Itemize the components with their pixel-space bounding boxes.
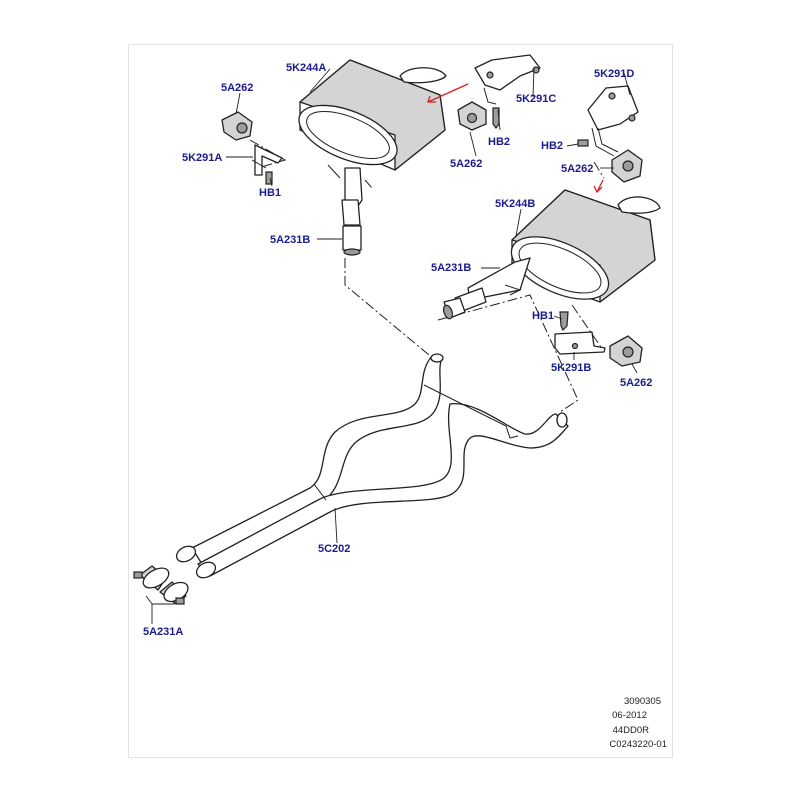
label-hb1-right: HB1 [532,310,554,322]
bolt-hb2-center[interactable] [492,107,500,129]
muffler-left[interactable] [291,59,447,256]
label-5a231b-left: 5A231B [270,234,310,246]
label-5k244a: 5K244A [286,62,326,74]
bolt-hb2-right[interactable] [577,139,589,147]
bolt-hb1-left[interactable] [265,171,273,185]
label-5a262-top-left: 5A262 [221,82,253,94]
bracket-5k291d[interactable] [587,85,639,157]
label-5k291b: 5K291B [551,362,591,374]
diagram-frame [128,44,673,758]
front-pipe[interactable] [174,353,569,581]
alignment-lines [249,139,605,413]
label-5k291c: 5K291C [516,93,556,105]
ref-line-1: 3090305 [624,696,661,707]
ref-line-2: 06-2012 [612,710,647,721]
bracket-5k291b[interactable] [554,331,606,355]
label-5k291a: 5K291A [182,152,222,164]
reference-block: 3090305 06-2012 44DD0R C0243220-01 [609,696,667,750]
label-5a231a: 5A231A [143,626,183,638]
bracket-5k291c[interactable] [474,54,541,105]
label-5a262-center: 5A262 [450,158,482,170]
leader-lines [145,67,638,624]
hanger-rubber-top-left[interactable] [221,111,253,141]
muffler-right[interactable] [442,189,661,320]
red-arrows [427,83,604,194]
label-5k291d: 5K291D [594,68,634,80]
clamps-5a231a[interactable] [133,564,191,605]
ref-line-3: 44DD0R [613,725,650,736]
hanger-rubber-right-bottom[interactable] [609,335,643,367]
label-5k244b: 5K244B [495,198,535,210]
hanger-rubber-right-top[interactable] [611,149,643,183]
label-5a262-right-top: 5A262 [561,163,593,175]
bracket-5k291a[interactable] [251,144,283,176]
bolt-hb1-right[interactable] [559,311,569,332]
label-5a262-right-bottom: 5A262 [620,377,652,389]
part-labels: 5K244A 5A262 5K291A HB1 5A231B 5K291C HB… [143,62,652,638]
label-hb2-center: HB2 [488,136,510,148]
hanger-rubber-center[interactable] [457,101,487,131]
label-5c202: 5C202 [318,543,350,555]
label-hb1-left: HB1 [259,187,281,199]
label-5a231b-right: 5A231B [431,262,471,274]
ref-line-4: C0243220-01 [609,739,667,750]
label-hb2-right: HB2 [541,140,563,152]
